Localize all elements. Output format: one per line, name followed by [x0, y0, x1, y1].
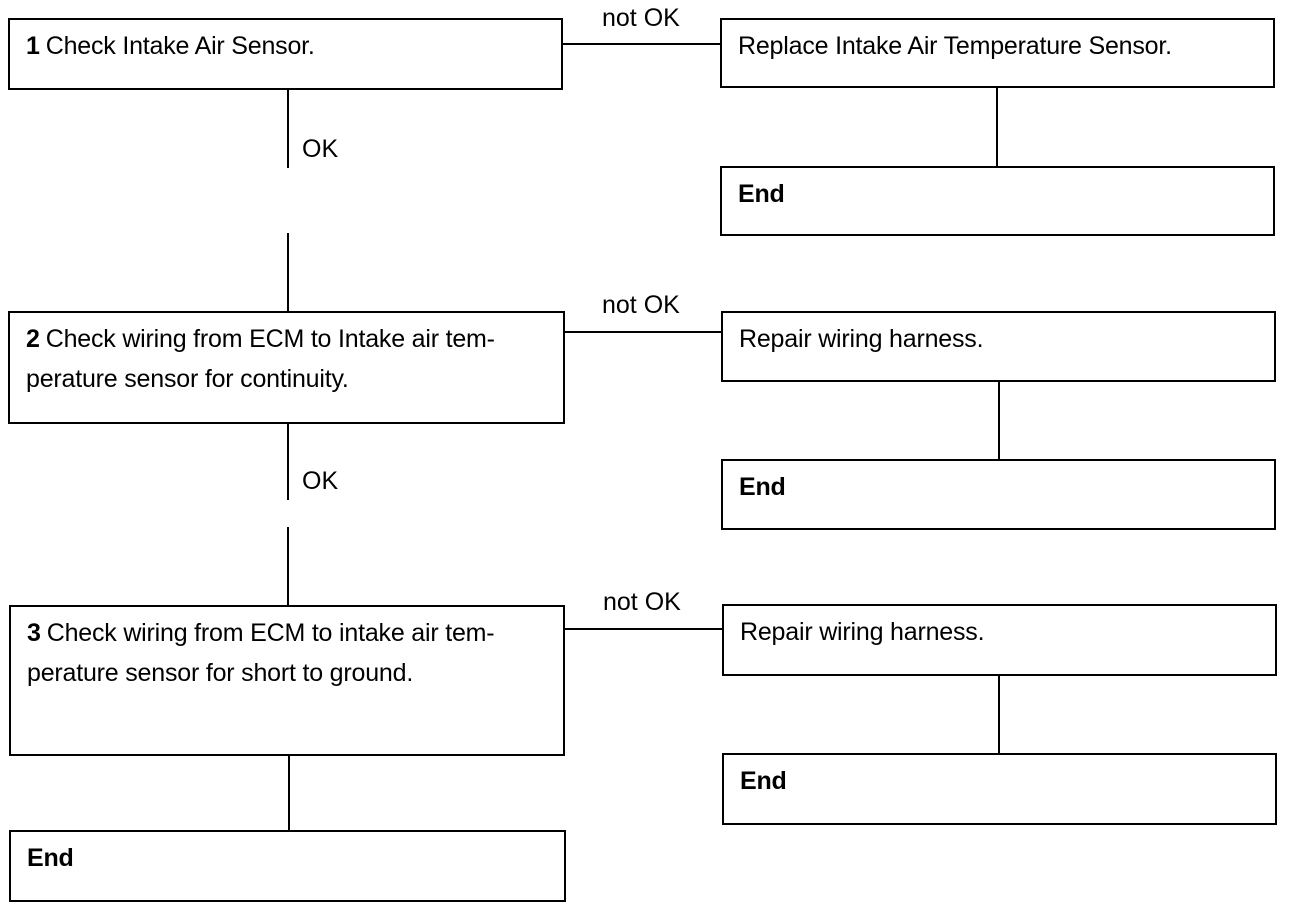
step-3-ok-connector: [288, 756, 290, 832]
step-1-fail-end-text: End: [738, 180, 785, 208]
step-3-fail-action-box: Repair wiring harness.: [722, 604, 1277, 676]
step-3-not-ok-connector: [565, 628, 723, 630]
step-1-fail-connector: [996, 88, 998, 168]
step-2-text: Check wiring from ECM to Intake air tem-…: [26, 325, 495, 393]
step-3-not-ok-label: not OK: [603, 588, 681, 616]
step-2-number: 2: [26, 325, 40, 353]
step-1-not-ok-connector: [563, 43, 721, 45]
step-2-ok-connector-top: [287, 424, 289, 500]
step-2-ok-label: OK: [302, 467, 339, 495]
step-2-fail-end-text: End: [739, 473, 786, 501]
step-2-fail-end-box: End: [721, 459, 1276, 530]
step-1-ok-label: OK: [302, 135, 339, 163]
step-3-fail-end-box: End: [722, 753, 1277, 825]
final-end-box: End: [9, 830, 566, 902]
step-1-ok-connector-bottom: [287, 233, 289, 313]
step-1-not-ok-label: not OK: [602, 4, 680, 32]
step-3-text: Check wiring from ECM to intake air tem-…: [27, 619, 495, 687]
step-1-number: 1: [26, 32, 40, 60]
step-2-not-ok-connector: [565, 331, 722, 333]
step-1-text: Check Intake Air Sensor.: [45, 32, 315, 60]
step-3-fail-action-text: Repair wiring harness.: [740, 618, 985, 646]
step-3-number: 3: [27, 619, 41, 647]
step-2-ok-connector-bottom: [287, 527, 289, 607]
step-3-fail-connector: [998, 676, 1000, 755]
step-2-not-ok-label: not OK: [602, 291, 680, 319]
step-2-fail-action-box: Repair wiring harness.: [721, 311, 1276, 382]
step-1-fail-action-text: Replace Intake Air Temperature Sensor.: [738, 32, 1172, 60]
step-1-fail-action-box: Replace Intake Air Temperature Sensor.: [720, 18, 1275, 88]
step-2-fail-action-text: Repair wiring harness.: [739, 325, 984, 353]
final-end-text: End: [27, 844, 74, 872]
step-3-fail-end-text: End: [740, 767, 787, 795]
step-1-fail-end-box: End: [720, 166, 1275, 236]
step-2-fail-connector: [998, 382, 1000, 462]
step-1-ok-connector-top: [287, 90, 289, 168]
